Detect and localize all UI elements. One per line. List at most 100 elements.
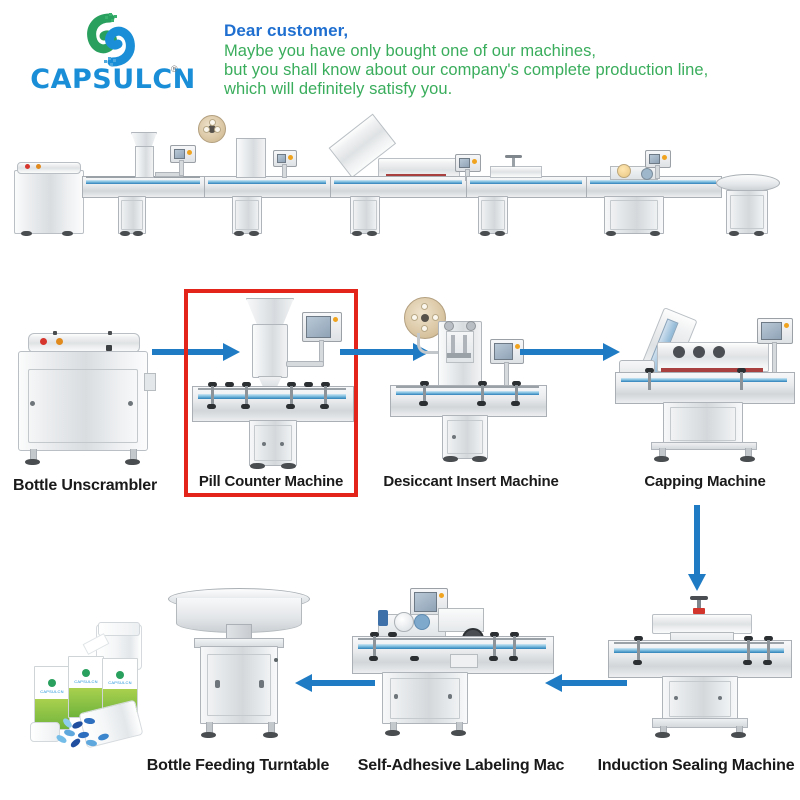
product-bottle-cap — [98, 622, 140, 636]
arrow-head-icon — [688, 574, 706, 591]
counter-guide-knob — [287, 382, 296, 387]
reel-hole — [421, 325, 428, 332]
carton-brand-text: CAPSULCN — [74, 678, 98, 684]
arrow-head-icon — [545, 674, 562, 692]
labeler-leg — [456, 722, 463, 732]
sealer-adjust-post — [697, 600, 701, 610]
overview-sealer-head — [490, 166, 542, 178]
unscrambler-leg — [130, 449, 137, 461]
capsule-pill — [69, 737, 82, 749]
labeler-guide-post — [513, 636, 516, 658]
unscrambler-outfeed-chute — [144, 373, 156, 391]
machine-self-adhesive-labeling — [352, 588, 554, 743]
reel-hole — [214, 126, 221, 133]
overview-counter-hmi-panel[interactable] — [170, 145, 196, 163]
counter-foot — [281, 463, 296, 469]
desiccant-guide-knob — [512, 381, 521, 386]
overview-foot — [21, 231, 32, 236]
overview-cabinet — [350, 196, 380, 234]
turntable-foot — [201, 732, 216, 738]
flow-arrow-unscrambler-to-counter — [152, 343, 240, 361]
overview-desiccant-hmi-panel[interactable] — [273, 150, 297, 167]
capper-foot — [654, 456, 669, 462]
machine-pill-counter — [192, 298, 354, 469]
overview-belt-d — [470, 180, 582, 184]
desiccant-guide-post — [481, 385, 484, 403]
overview-cabinet — [118, 196, 146, 234]
overview-cabinet — [478, 196, 508, 234]
desiccant-base-cabinet — [442, 415, 488, 459]
carton-brand-text: CAPSULCN — [40, 689, 64, 695]
counter-door-handle-icon — [262, 442, 266, 446]
hmi-screen — [761, 322, 782, 340]
sealer-leg — [660, 726, 667, 734]
overview-turntable-cabinet — [726, 190, 768, 234]
hmi-indicator-icon — [187, 150, 192, 155]
labeler-belt — [358, 644, 546, 649]
hmi-indicator-icon — [662, 155, 667, 160]
counter-hmi-arm — [286, 361, 324, 367]
sealer-indicator-icon — [693, 608, 705, 614]
overview-unscrambler-body — [14, 170, 84, 234]
reel-hub — [421, 314, 429, 322]
reel-hole — [203, 126, 210, 133]
overview-foot — [249, 231, 259, 236]
reel-hole — [432, 314, 439, 321]
hmi-indicator-icon — [439, 593, 444, 598]
arrow-head-icon — [295, 674, 312, 692]
counter-base-cabinet — [249, 420, 297, 466]
headline-line-1: Maybe you have only bought one of our ma… — [224, 42, 597, 60]
overview-foot — [234, 231, 244, 236]
desiccant-rail — [396, 386, 539, 388]
labeler-sensor-icon — [378, 610, 388, 626]
counter-lower-knob — [241, 404, 250, 409]
carton-logo-icon — [82, 669, 90, 677]
labeler-label-reel-icon — [394, 612, 414, 632]
counter-guide-post — [211, 386, 214, 406]
machine-capping — [615, 302, 795, 467]
desiccant-door-handle-icon — [452, 435, 456, 439]
counter-guide-knob — [225, 382, 234, 387]
machine-bottle-feeding-turntable — [168, 588, 310, 743]
labeler-lower-knob — [489, 656, 498, 661]
reel-hole — [209, 119, 216, 126]
sealer-guide-knob — [744, 636, 753, 641]
labeler-door-handle-icon — [394, 694, 398, 699]
arrow-head-icon — [223, 343, 240, 361]
unscrambler-bolt — [53, 331, 57, 335]
sealer-guide-post — [767, 640, 770, 662]
labeler-guide-post — [373, 636, 376, 658]
overview-foot — [729, 231, 739, 236]
arrow-shaft — [152, 349, 224, 355]
overview-belt-c — [334, 180, 462, 184]
labeler-guide-post — [493, 636, 496, 658]
desiccant-hmi-panel[interactable] — [490, 339, 524, 364]
labeler-lower-knob — [410, 656, 419, 661]
desiccant-knob-icon — [444, 321, 454, 331]
flow-arrow-sealing-to-labeling — [545, 674, 627, 692]
counter-guide-post — [245, 386, 248, 406]
capper-hmi-panel[interactable] — [757, 318, 793, 344]
desiccant-guide-knob — [478, 381, 487, 386]
unscrambler-door-panel — [28, 369, 138, 443]
desiccant-belt — [396, 391, 539, 395]
hmi-screen — [414, 592, 437, 612]
sealer-leg — [736, 726, 743, 734]
overview-belt-b — [208, 180, 326, 184]
capper-base-cabinet — [663, 402, 743, 446]
capper-leg — [659, 448, 666, 458]
machine-bottle-unscrambler — [8, 325, 158, 465]
counter-hmi-panel[interactable] — [302, 312, 342, 342]
labeler-lower-knob — [509, 656, 518, 661]
caption-pill-counter-machine: Pill Counter Machine — [198, 473, 344, 490]
overview-foot — [352, 231, 362, 236]
turntable-door-handle-icon — [259, 680, 264, 688]
overview-hmi-post — [655, 165, 660, 179]
logo-wordmark: CAPSULCN — [30, 64, 196, 95]
flow-arrow-labeling-to-turntable — [295, 674, 375, 692]
hmi-screen — [277, 154, 286, 163]
flow-arrow-desiccant-to-capping — [520, 343, 620, 361]
capper-roller-icon — [673, 346, 685, 358]
overview-foot — [495, 231, 505, 236]
